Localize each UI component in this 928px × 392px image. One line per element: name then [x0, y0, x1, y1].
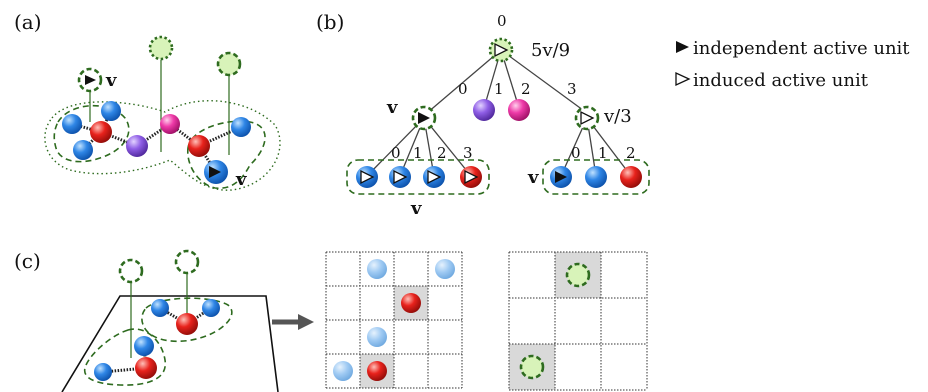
edge-index-label: 2: [626, 144, 636, 162]
atom-blue: [231, 117, 251, 137]
independent-active-marker-icon: [418, 112, 430, 124]
induced-active-marker-icon: [580, 110, 595, 126]
active-unit-marker-induced: [148, 35, 174, 61]
plane-trapezoid: [61, 295, 279, 392]
legend-independent-label: independent active unit: [693, 38, 910, 59]
atom-blue: [202, 299, 220, 317]
edge-index-label: 0: [391, 144, 401, 162]
edge-index-label: 1: [598, 144, 608, 162]
grid-atom-light-blue: [367, 327, 387, 347]
atom-blue: [62, 114, 82, 134]
induced-active-marker-icon: [464, 169, 479, 185]
grid-atom-red: [401, 293, 421, 313]
induced-active-marker-icon: [427, 169, 442, 185]
right-node-value-label: v/3: [603, 106, 632, 127]
left-node-vector-label: v: [386, 97, 398, 118]
independent-active-marker-icon: [209, 166, 221, 178]
legend-induced-label: induced active unit: [693, 70, 869, 91]
panel-c-dashed-group-bottom: [83, 328, 167, 386]
group-box-right: [542, 159, 650, 195]
induced-active-marker-icon: [360, 169, 375, 185]
edge-index-label: 3: [567, 80, 577, 98]
induced-active-marker-icon: [675, 71, 691, 87]
panel-c-label: (c): [14, 249, 41, 273]
atom-blue: [94, 363, 112, 381]
panel-a-label: (a): [14, 10, 42, 34]
edge-index-label: 1: [494, 80, 504, 98]
grid-active-unit-marker: [565, 262, 591, 288]
edge-index-label: 3: [463, 144, 473, 162]
tree-atom-purple: [473, 99, 495, 121]
active-unit-marker-induced: [216, 51, 242, 77]
induced-active-marker-icon: [494, 42, 509, 58]
independent-active-marker-icon: [85, 75, 96, 85]
edge-index-label: 2: [437, 144, 447, 162]
group-right-vector-label: v: [527, 167, 539, 188]
edge-index-label: 0: [571, 144, 581, 162]
panel-b-label: (b): [316, 10, 344, 34]
arrow-right-icon: [298, 314, 314, 330]
grid-atom-light-blue: [435, 259, 455, 279]
atom-red: [90, 121, 112, 143]
panel-a-vector-label: v: [235, 169, 247, 190]
edge-index-label: 2: [521, 80, 531, 98]
grid-atom-light-blue: [333, 361, 353, 381]
panel-c-dashed-group-top: [141, 297, 233, 343]
active-unit-grid: [508, 251, 648, 391]
atom-magenta: [160, 114, 180, 134]
tree-atom-magenta: [508, 99, 530, 121]
active-unit-marker: [118, 258, 144, 284]
atom-blue: [151, 299, 169, 317]
atom-red: [135, 357, 157, 379]
independent-active-marker-icon: [676, 41, 689, 53]
atom-red: [188, 135, 210, 157]
group-box-left: [346, 159, 490, 195]
atom-blue: [73, 140, 93, 160]
panel-a-top-vector-label: v: [105, 70, 117, 91]
edge-index-label: 0: [458, 80, 468, 98]
grid-atom-red: [367, 361, 387, 381]
leaf-atom-red: [620, 166, 642, 188]
particle-grid: [325, 251, 463, 389]
edge-index-label: 1: [413, 144, 423, 162]
atom-red: [176, 313, 198, 335]
panel-a-dashed-group-right: [187, 120, 266, 190]
independent-active-marker-icon: [555, 171, 567, 183]
atom-blue: [134, 336, 154, 356]
grid-atom-light-blue: [367, 259, 387, 279]
grid-active-unit-marker: [519, 354, 545, 380]
induced-active-marker-icon: [393, 169, 408, 185]
panel-a-dotted-enclosure: [44, 100, 281, 191]
atom-purple: [126, 135, 148, 157]
root-value-label: 5v/9: [531, 40, 570, 61]
atom-blue: [101, 101, 121, 121]
leaf-atom-blue: [585, 166, 607, 188]
group-left-vector-label: v: [410, 198, 422, 219]
active-unit-marker: [174, 249, 200, 275]
root-index-label: 0: [497, 12, 507, 30]
